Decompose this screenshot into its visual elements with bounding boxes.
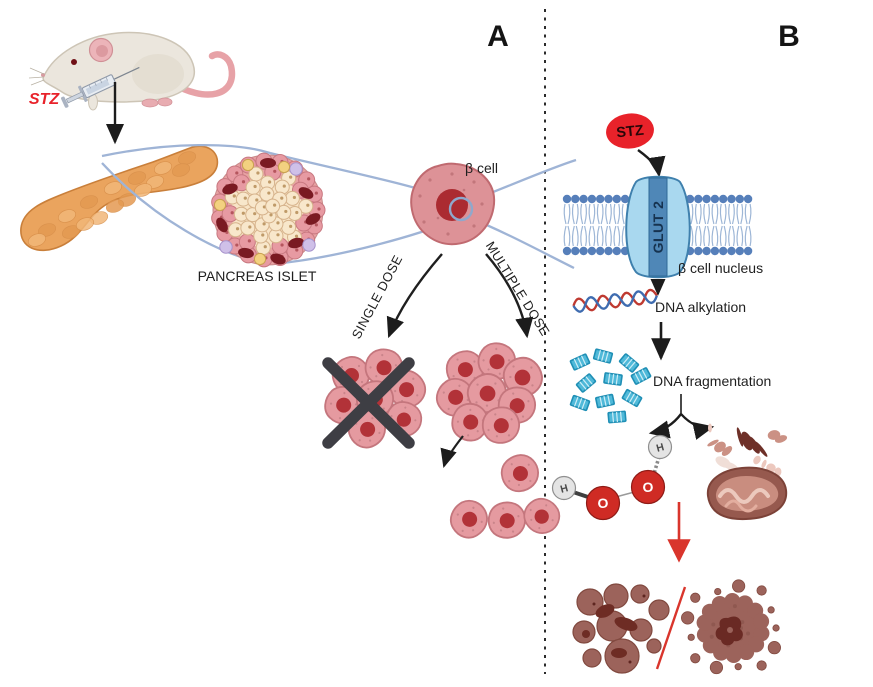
stz-badge: STZ	[606, 113, 654, 149]
panel-b-label: B	[778, 20, 800, 53]
dna-helix-icon	[572, 288, 658, 313]
hydrogen-peroxide-molecule: O O H H	[551, 434, 673, 521]
damaged-mitochondrion-icon	[706, 423, 788, 521]
syringe-icon	[61, 66, 140, 108]
glut2-label: GLUT 2	[650, 201, 666, 254]
cell-membrane-illustration: GLUT 2	[562, 175, 753, 279]
stz-badge-label: STZ	[616, 123, 645, 142]
cell-cluster-dead	[316, 340, 429, 453]
beta-cell-label: β cell	[465, 160, 498, 176]
hydrogen-letter: H	[655, 441, 665, 455]
zoom-loop	[448, 196, 474, 222]
panel-a-label: A	[487, 20, 509, 53]
hydrogen-atom	[647, 434, 673, 460]
arrow-single-dose	[386, 253, 443, 339]
mouse-eye	[71, 59, 77, 65]
arrow-cluster-shrink	[440, 435, 464, 469]
cell-cluster-reduced	[444, 452, 565, 546]
pancreas-illustration	[20, 145, 219, 252]
dna-fragments-icon	[569, 348, 652, 424]
multiple-dose-label: MULTIPLE DOSE	[483, 239, 553, 339]
hydrogen-atom	[551, 475, 577, 501]
stz-injection-label: STZ	[29, 91, 60, 108]
arrow-multiple-dose	[485, 253, 534, 339]
single-dose-label: SINGLE DOSE	[349, 253, 406, 342]
x-mark-icon	[322, 357, 415, 449]
mouse-illustration	[28, 31, 236, 111]
arrow-stz-to-glut2	[637, 149, 666, 178]
slash-divider	[655, 586, 687, 670]
oxygen-letter: O	[598, 495, 609, 511]
oxygen-atom	[585, 485, 621, 521]
cell-cluster-multiple-dose	[430, 334, 543, 450]
oxygen-atom	[630, 469, 666, 505]
pancreas-islet-illustration	[211, 152, 326, 268]
pancreas-islet-label: PANCREAS ISLET	[198, 268, 317, 284]
arrow-split	[648, 394, 715, 440]
dna-fragmentation-label: DNA fragmentation	[653, 373, 771, 389]
necrotic-cell-debris-icon	[572, 583, 670, 674]
beta-cell-nucleus-label: β cell nucleus	[678, 260, 763, 276]
hydrogen-letter: H	[559, 482, 569, 496]
apoptotic-cell-icon	[681, 579, 781, 675]
dna-alkylation-label: DNA alkylation	[655, 299, 746, 315]
oxygen-letter: O	[643, 479, 654, 495]
beta-cell-illustration	[410, 162, 496, 246]
